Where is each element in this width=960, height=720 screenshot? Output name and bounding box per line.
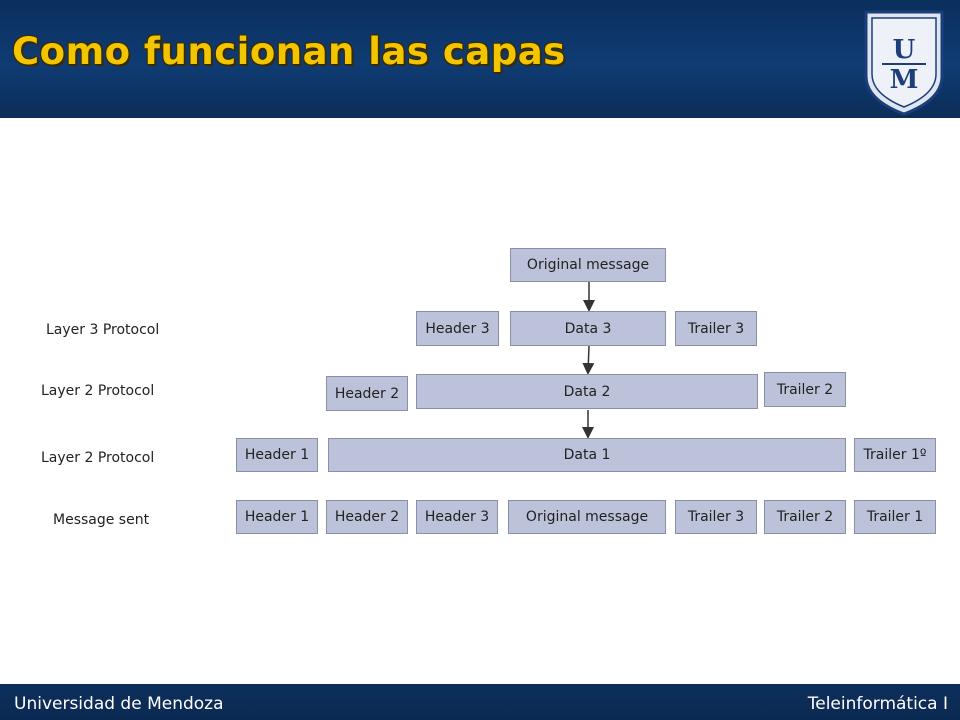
arrow-data3-to-data2: [582, 345, 595, 375]
layer2-header: Header 2: [326, 376, 408, 411]
footer-course: Teleinformática I: [807, 694, 948, 714]
sent-header-1: Header 1: [236, 500, 318, 534]
layer3-data: Data 3: [510, 311, 666, 346]
sent-header-3: Header 3: [416, 500, 498, 534]
row-label-message-sent: Message sent: [53, 512, 150, 528]
sent-trailer-2: Trailer 2: [764, 500, 846, 534]
sent-header-2: Header 2: [326, 500, 408, 534]
title-bar: [0, 0, 960, 118]
layer2-data: Data 2: [416, 374, 758, 409]
layer2-trailer: Trailer 2: [764, 372, 846, 407]
layer1-data: Data 1: [328, 438, 846, 472]
layer1-trailer: Trailer 1º: [854, 438, 936, 472]
footer-university: Universidad de Mendoza: [14, 694, 224, 714]
row-label-layer2b: Layer 2 Protocol: [41, 450, 155, 466]
slide-title: Como funcionan las capas: [12, 30, 566, 73]
svg-text:U: U: [893, 35, 916, 65]
row-label-layer3: Layer 3 Protocol: [46, 322, 160, 338]
row-label-layer2: Layer 2 Protocol: [41, 383, 155, 399]
layer3-header: Header 3: [416, 311, 499, 346]
svg-text:M: M: [890, 65, 919, 95]
layer1-header: Header 1: [236, 438, 318, 472]
university-logo: U M: [864, 10, 944, 116]
layer3-trailer: Trailer 3: [675, 311, 757, 346]
footer-bar: [0, 684, 960, 720]
sent-trailer-3: Trailer 3: [675, 500, 757, 534]
sent-trailer-1: Trailer 1: [854, 500, 936, 534]
original-message-box: Original message: [510, 248, 666, 282]
sent-original-message: Original message: [508, 500, 666, 534]
